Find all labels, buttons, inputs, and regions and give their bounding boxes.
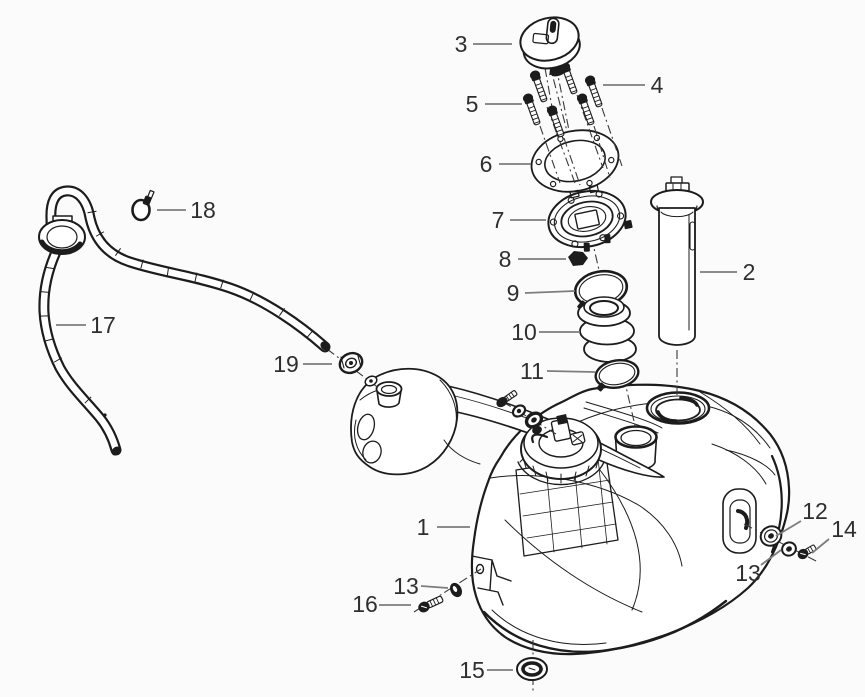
callout-8: 8: [499, 246, 566, 272]
svg-text:17: 17: [90, 312, 116, 338]
callout-5: 5: [466, 91, 522, 117]
callout-11: 11: [520, 358, 596, 384]
callout-16: 16: [352, 591, 411, 617]
svg-text:12: 12: [802, 498, 828, 524]
bolt-16: [418, 595, 444, 613]
svg-text:6: 6: [480, 151, 493, 177]
tank-bracket-left: [471, 555, 512, 606]
tank-spout: [375, 381, 403, 408]
washer-13-right: [781, 541, 797, 557]
callout-7: 7: [492, 207, 546, 233]
hose-ticks: [39, 210, 314, 404]
filler-neck-flange: [547, 184, 633, 252]
washer-13-left: [450, 582, 462, 598]
screw-axes: [539, 94, 623, 186]
callout-19: 19: [273, 351, 332, 377]
callout-12: 12: [775, 498, 828, 537]
hose-union-nut: [338, 351, 378, 387]
svg-text:9: 9: [507, 280, 520, 306]
flange-ring: [530, 129, 620, 193]
callout-2: 2: [700, 259, 755, 285]
svg-text:1: 1: [417, 514, 430, 540]
fuel-cap: [519, 16, 581, 77]
svg-text:16: 16: [352, 591, 378, 617]
callouts: 1 2 3 4 5 6 7 8: [56, 31, 857, 683]
fuel-tank: [350, 367, 791, 656]
svg-text:19: 19: [273, 351, 299, 377]
svg-text:7: 7: [492, 207, 505, 233]
svg-text:5: 5: [466, 91, 479, 117]
callout-3: 3: [455, 31, 512, 57]
svg-text:13: 13: [735, 560, 761, 586]
callout-13-right: 13: [735, 549, 782, 586]
fuel-level-sender: [650, 176, 704, 346]
svg-text:3: 3: [455, 31, 468, 57]
bellows-sleeve: [577, 296, 637, 363]
cap-bolt-and-washers: [496, 390, 544, 429]
svg-text:13: 13: [393, 573, 419, 599]
svg-text:10: 10: [511, 319, 537, 345]
spacer-12: [759, 525, 783, 547]
svg-text:8: 8: [499, 246, 512, 272]
bolt-14: [797, 544, 817, 560]
svg-text:4: 4: [651, 72, 664, 98]
svg-text:15: 15: [459, 657, 485, 683]
callout-4: 4: [603, 72, 664, 98]
rubber-grommet-15: [516, 657, 548, 681]
callout-18: 18: [157, 197, 216, 223]
callout-15: 15: [459, 657, 513, 683]
callout-10: 10: [511, 319, 580, 345]
sender-opening-ring: [645, 391, 711, 425]
right-fastener-axis: [743, 523, 819, 563]
svg-text:18: 18: [190, 197, 216, 223]
hose-grommet-fitting: [38, 215, 86, 255]
callout-1: 1: [417, 514, 470, 540]
callout-9: 9: [507, 280, 576, 306]
svg-text:11: 11: [520, 358, 544, 384]
callout-6: 6: [480, 151, 531, 177]
fuel-hose: [38, 185, 331, 456]
callout-17: 17: [56, 312, 116, 338]
callout-14: 14: [811, 516, 857, 554]
hose-clamp-18: [131, 189, 155, 222]
retaining-clip: [568, 251, 588, 266]
svg-text:14: 14: [831, 516, 857, 542]
tank-bracket-right: [722, 488, 757, 554]
screw: [545, 103, 568, 139]
pump-ring-cap: [517, 414, 605, 486]
hose-clamp-lower: [594, 358, 640, 392]
callout-13-left: 13: [393, 573, 449, 599]
svg-text:2: 2: [743, 259, 756, 285]
